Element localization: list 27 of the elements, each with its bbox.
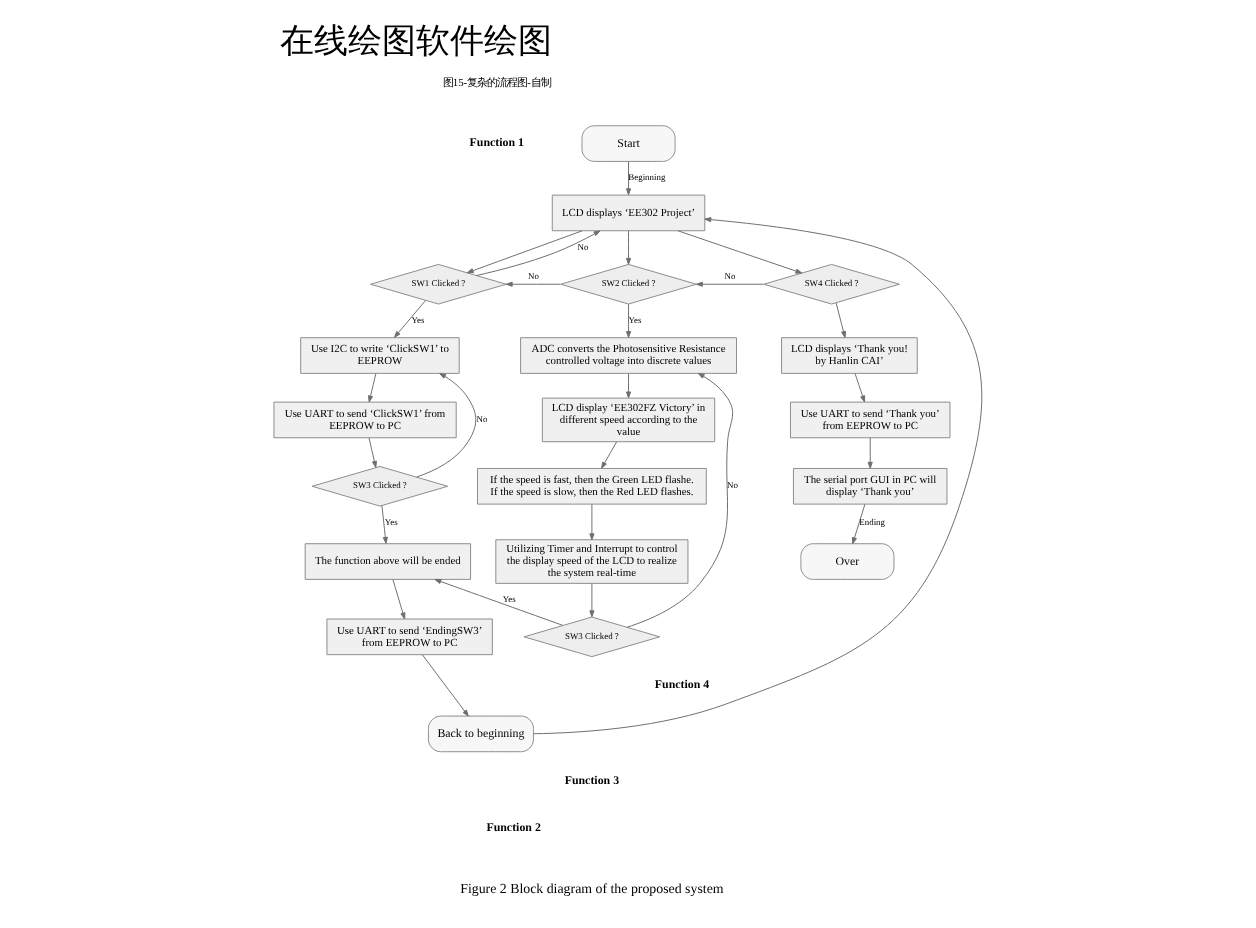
arrow (589, 503, 595, 541)
arrow (505, 281, 561, 287)
arrow (867, 437, 873, 469)
arrow (533, 217, 983, 735)
arrow (434, 578, 564, 626)
arrow (416, 372, 477, 478)
arrow (476, 230, 601, 276)
arrow (695, 281, 764, 287)
arrow (851, 503, 866, 545)
diagram-title: 在线绘图软件绘图 (280, 21, 553, 60)
arrow (677, 230, 803, 274)
arrow (589, 582, 595, 618)
arrow (625, 161, 632, 196)
arrow (466, 230, 583, 274)
arrow (625, 373, 632, 399)
arrow (835, 302, 847, 338)
arrow (421, 654, 469, 717)
arrow (625, 303, 632, 339)
arrow (394, 300, 426, 338)
arrow (625, 230, 632, 265)
arrow (368, 373, 377, 403)
arrow (854, 373, 866, 403)
arrow (392, 579, 406, 620)
arrow (626, 372, 734, 628)
arrow (381, 505, 388, 544)
arrow (368, 437, 377, 468)
arrow (601, 441, 618, 469)
